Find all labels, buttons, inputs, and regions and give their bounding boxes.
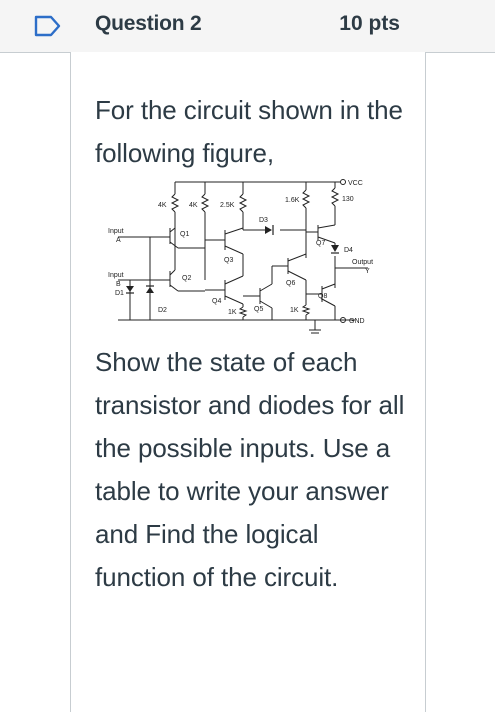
question-body [70,52,426,712]
question-header: Question 2 10 pts [0,0,495,53]
question-prompt-intro: For the circuit shown in the following f… [95,95,403,168]
d4-label: D4 [344,247,353,254]
b-label: B [116,281,121,288]
resistor-label: 2.5K [220,202,235,209]
question-prompt-task: Show the state of each transistor and di… [95,347,405,592]
question-points: 10 pts [339,12,400,35]
q2-label: Q2 [182,275,191,282]
resistor-label: 1K [228,309,237,316]
resistor-label: 4K [189,202,198,209]
resistor-label: 1.6K [285,197,300,204]
q3-label: Q3 [224,257,233,264]
input-b-label: Input [108,272,124,279]
resistor-label: 130 [342,196,354,203]
q8-label: Q8 [318,293,327,300]
vcc-label: VCC [348,180,363,187]
resistor-label: 1K [290,307,299,314]
gnd-label: GND [349,318,365,325]
flag-question-icon[interactable] [34,14,62,38]
q7-label: Q7 [316,240,325,247]
input-a-label: Input [108,228,124,235]
d3-label: D3 [259,217,268,224]
question-title: Question 2 [95,12,202,35]
circuit-figure: VCC 4K 4K 2.5K 1.6K 130 Input A Input B … [108,179,373,334]
resistor-label: 4K [158,202,167,209]
d2-label: D2 [158,307,167,314]
q6-label: Q6 [286,280,295,287]
y-label: Y [365,268,370,275]
q5-label: Q5 [254,306,263,313]
d1-label: D1 [115,290,124,297]
output-label: Output [352,259,373,266]
a-label: A [116,237,121,244]
q4-label: Q4 [212,298,221,305]
q1-label: Q1 [180,231,189,238]
